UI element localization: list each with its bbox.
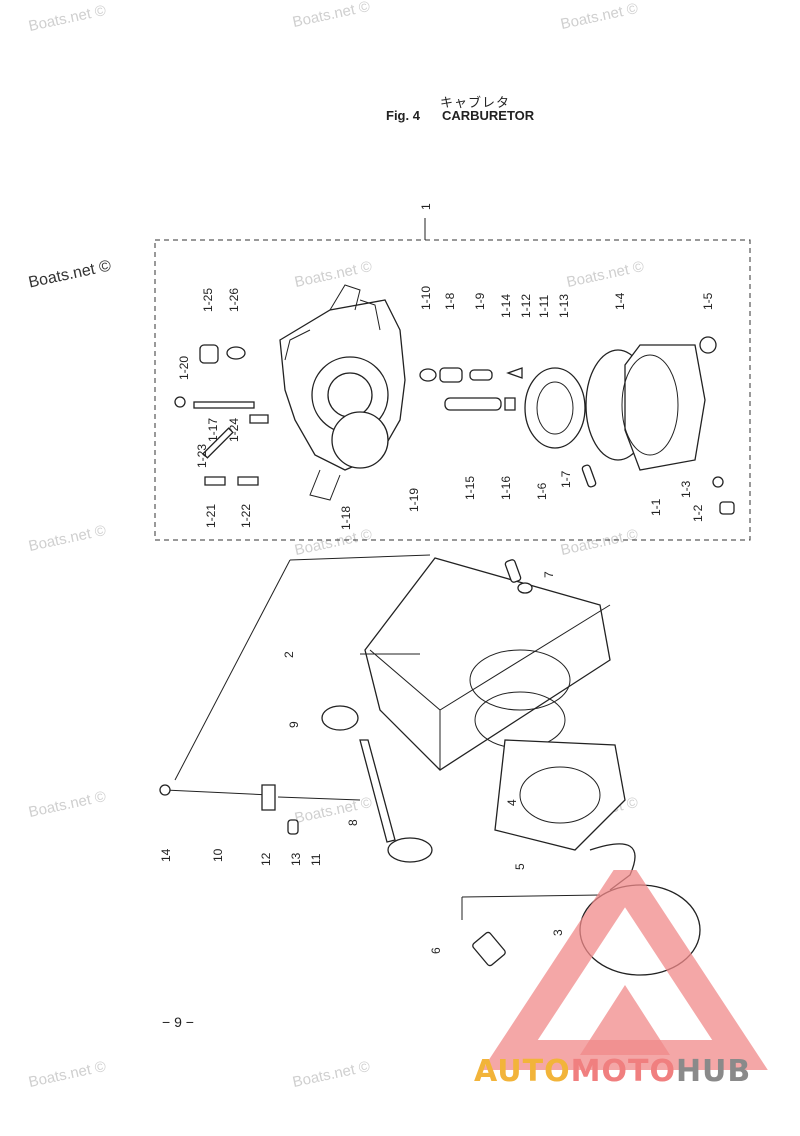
part-label: 1-4 [613,292,627,310]
part-label: 1-6 [535,482,549,500]
part-label: 2 [282,651,296,658]
assembly-boundary [154,239,751,541]
part-label: 14 [159,848,173,862]
part-label: 1-24 [227,418,241,442]
part-label: 12 [259,852,273,866]
part-label: 1-13 [557,294,571,318]
part-label: 1-18 [339,506,353,530]
part-label: 1-26 [227,288,241,312]
title-japanese: キャブレタ [440,96,511,111]
logo-text: AUTOMOTOHUB [474,1054,751,1089]
part-label: 11 [309,853,323,866]
part-label: 1 [419,203,433,210]
part-label: 5 [513,863,527,870]
part-label: 1-5 [701,292,715,310]
bolt [472,931,506,967]
part-label: 1-2 [691,504,705,522]
part-label: 8 [346,819,360,826]
figure-number: Fig. 4 [386,108,420,123]
screw [504,559,522,583]
main-part-labels: 1 2 7 9 8 4 5 3 6 14 10 12 13 11 [159,203,565,954]
part-label: 1-17 [206,418,220,442]
part-label: 1-23 [195,444,209,468]
part-label: 3 [551,929,565,936]
figure-name: CARBURETOR [441,108,535,123]
part-label: 1-20 [177,356,191,380]
logo-text-moto: MOTO [570,1054,676,1089]
part-label: 6 [429,947,443,954]
sub-part-labels: 1-25 1-26 1-20 1-17 1-24 1-23 1-21 1-22 … [177,286,715,530]
figure-title: Fig. 4 CARBURETOR [386,108,534,123]
part-label: 1-7 [559,470,573,488]
air-silencer [364,557,611,771]
automotohub-logo [482,870,768,1070]
logo-text-hub: HUB [675,1054,752,1089]
needle-valve-parts [419,367,523,411]
part-label: 1-19 [407,488,421,512]
part-label: 1-22 [239,504,253,528]
part-label: 1-1 [649,498,663,516]
part-label: 1-3 [679,480,693,498]
diaphragm-and-cover [524,336,735,515]
part-label: 4 [505,799,519,806]
part-label: 1-9 [473,292,487,310]
part-label: 1-16 [499,476,513,500]
part-label: 1-12 [519,294,533,318]
part-label: 1-8 [443,292,457,310]
part-label: 1-11 [537,295,551,318]
part-label: 1-25 [201,288,215,312]
linkage-rod [277,796,361,801]
part-label: 10 [211,848,225,862]
part-label: 9 [287,721,301,728]
carburetor-body [279,284,406,501]
spacer [321,705,359,731]
jet-and-screw-parts [174,344,269,486]
logo-text-auto: AUTO [474,1054,571,1089]
gasket [494,739,626,851]
part-label: 1-10 [419,286,433,310]
part-label: 1-14 [499,294,513,318]
part-label: 1-15 [463,476,477,500]
page-number: − 9 − [162,1014,194,1030]
throttle-shaft [359,739,396,843]
part-label: 13 [289,852,303,866]
part-label: 1-21 [204,504,218,528]
linkage-rod [164,789,271,796]
part-label: 7 [542,571,556,578]
